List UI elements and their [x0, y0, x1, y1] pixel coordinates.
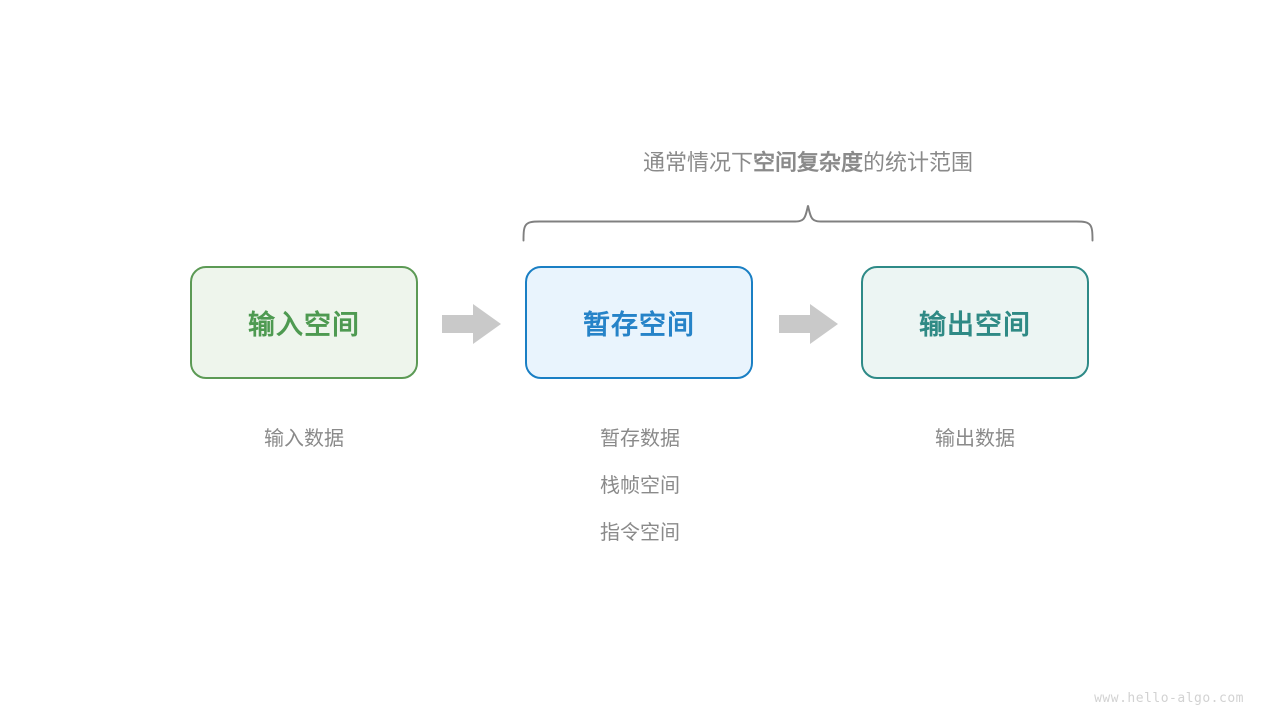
caption-output: 输出数据: [825, 416, 1125, 463]
brace-caption-suffix: 的统计范围: [863, 150, 974, 175]
brace-caption-prefix: 通常情况下: [642, 150, 753, 175]
brace-caption: 通常情况下空间复杂度的统计范围: [500, 146, 1116, 180]
caption-output-line-1: 输出数据: [935, 428, 1015, 450]
caption-input: 输入数据: [154, 416, 454, 463]
caption-buffer-line-3: 指令空间: [600, 522, 680, 544]
box-input-space[interactable]: 输入空间: [190, 266, 418, 379]
arrow-right-icon-2: [779, 304, 838, 344]
caption-buffer-line-1: 暂存数据: [600, 428, 680, 450]
caption-buffer: 暂存数据 栈帧空间 指令空间: [490, 416, 790, 557]
arrow-right-icon-1: [442, 304, 501, 344]
watermark: www.hello-algo.com: [1094, 691, 1244, 706]
box-input-space-label: 输入空间: [248, 310, 360, 340]
caption-input-line-1: 输入数据: [264, 428, 344, 450]
curly-brace: [522, 205, 1094, 242]
box-buffer-space-label: 暂存空间: [583, 310, 695, 340]
caption-buffer-line-2: 栈帧空间: [600, 475, 680, 497]
brace-caption-emphasis: 空间复杂度: [752, 150, 863, 175]
box-buffer-space[interactable]: 暂存空间: [525, 266, 753, 379]
box-output-space[interactable]: 输出空间: [861, 266, 1089, 379]
box-output-space-label: 输出空间: [919, 310, 1031, 340]
